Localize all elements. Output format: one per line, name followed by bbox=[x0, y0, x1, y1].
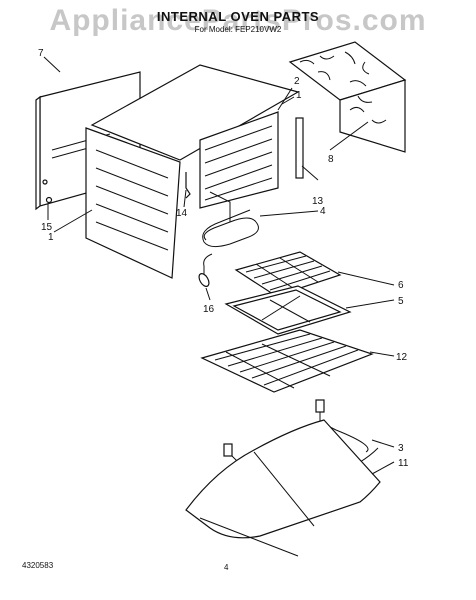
part-12-drawing bbox=[200, 329, 374, 393]
part-4-drawing bbox=[202, 191, 259, 278]
part-11-drawing bbox=[185, 419, 381, 557]
part-16-drawing bbox=[198, 273, 210, 287]
callout-11: 11 bbox=[398, 458, 409, 469]
callout-1-top: 1 bbox=[296, 90, 302, 101]
callout-3: 3 bbox=[398, 443, 404, 454]
callout-16: 16 bbox=[203, 304, 215, 315]
callout-12: 12 bbox=[396, 352, 408, 363]
callout-2: 2 bbox=[294, 76, 300, 87]
callout-13: 13 bbox=[312, 196, 324, 207]
callout-15: 15 bbox=[41, 222, 53, 233]
callout-14: 14 bbox=[176, 208, 188, 219]
oven-cavity-drawing bbox=[85, 64, 300, 279]
part-8-drawing bbox=[288, 41, 407, 153]
callout-4: 4 bbox=[320, 206, 326, 217]
callout-8: 8 bbox=[328, 154, 334, 165]
part-6-drawing bbox=[234, 251, 342, 297]
callout-7: 7 bbox=[38, 48, 44, 59]
leader-lines bbox=[43, 56, 395, 475]
diagram-title: INTERNAL OVEN PARTS bbox=[156, 9, 320, 24]
diagram-subtitle: For Model: FEP210VW2 bbox=[194, 25, 282, 34]
part-5-drawing bbox=[224, 285, 352, 335]
callout-6: 6 bbox=[398, 280, 404, 291]
callout-1-left: 1 bbox=[48, 232, 54, 243]
bracket-drawings bbox=[45, 117, 304, 204]
footer-document-code: 4320583 bbox=[22, 561, 54, 570]
callout-5: 5 bbox=[398, 296, 404, 307]
footer-page-number: 4 bbox=[224, 563, 229, 572]
